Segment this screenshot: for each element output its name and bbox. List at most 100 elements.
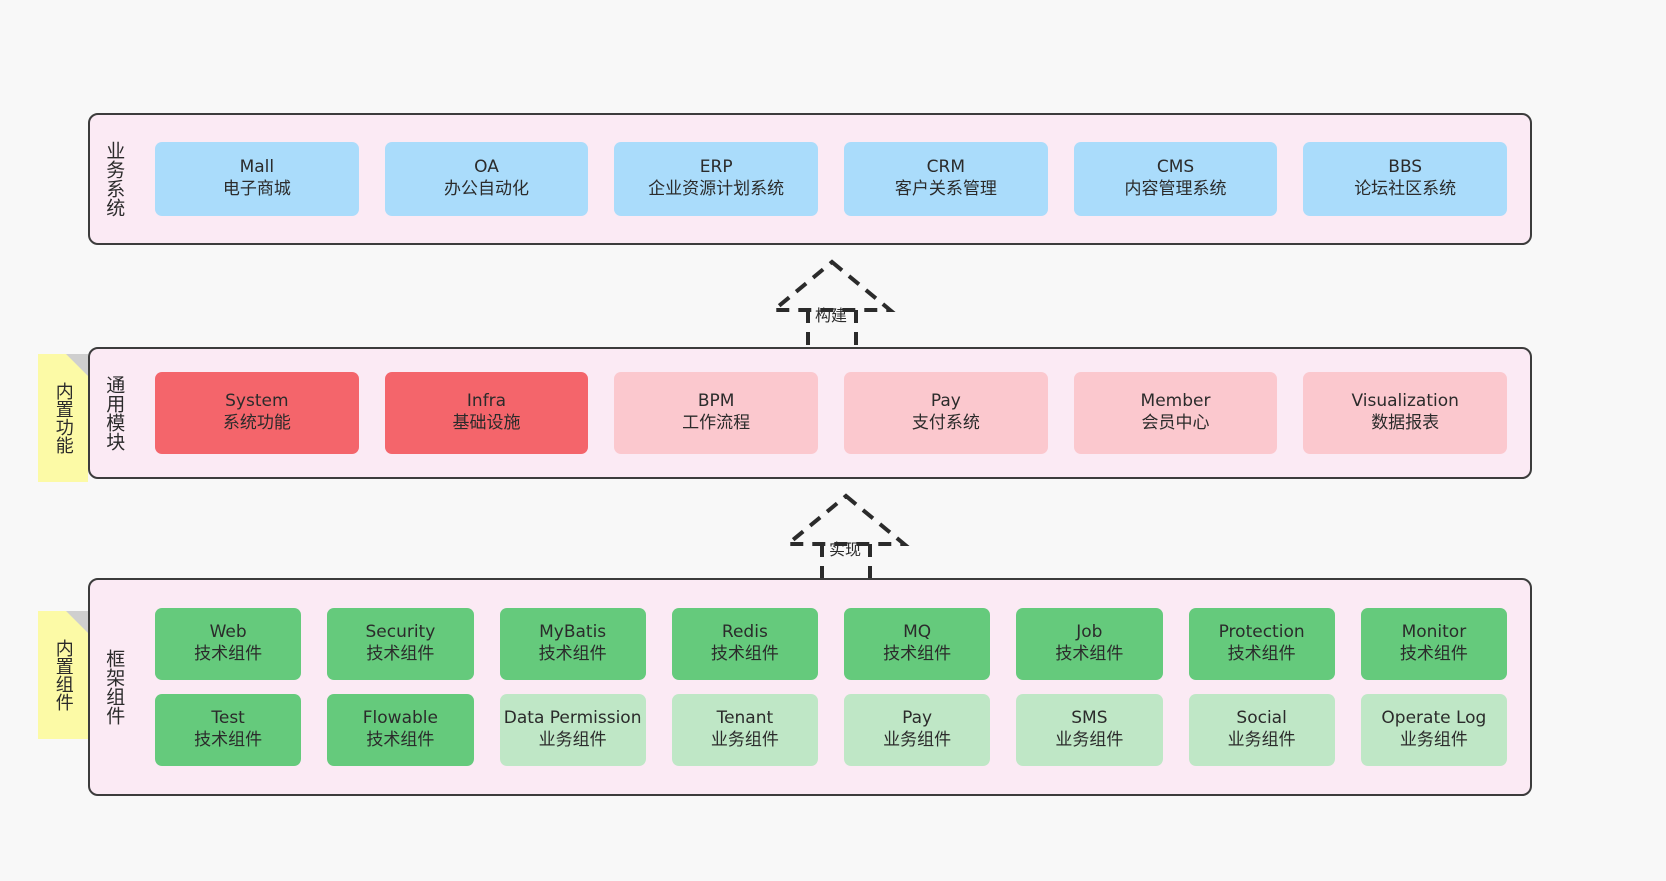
framework-components-row-1: Web 技术组件 Security 技术组件 MyBatis 技术组件 Redi… (142, 608, 1520, 680)
node-subtitle: 技术组件 (1227, 644, 1296, 664)
note-tag-label: 内置功能 (52, 382, 74, 454)
node-protection[interactable]: Protection 技术组件 (1188, 608, 1335, 680)
node-flowable[interactable]: Flowable 技术组件 (327, 694, 474, 766)
node-title: CMS (1156, 157, 1195, 178)
node-oa[interactable]: OA 办公自动化 (384, 142, 589, 216)
node-pay-module[interactable]: Pay 支付系统 (844, 372, 1048, 454)
node-subtitle: 工作流程 (682, 413, 751, 433)
node-test[interactable]: Test 技术组件 (155, 694, 302, 766)
connector-implement: 实现 (766, 486, 926, 586)
node-title: Social (1236, 708, 1287, 729)
node-subtitle: 业务组件 (538, 730, 607, 750)
node-subtitle: 技术组件 (710, 644, 779, 664)
node-title: Infra (466, 391, 507, 412)
node-infra[interactable]: Infra 基础设施 (384, 372, 589, 454)
layer-label-common-modules: 通用模块 (103, 375, 126, 451)
node-mybatis[interactable]: MyBatis 技术组件 (499, 608, 646, 680)
node-title: Test (211, 708, 245, 729)
node-title: Redis (721, 622, 768, 643)
node-title: Pay (930, 391, 961, 412)
framework-components-row-2: Test 技术组件 Flowable 技术组件 Data Permission … (142, 694, 1520, 766)
node-title: Member (1140, 391, 1211, 412)
node-job[interactable]: Job 技术组件 (1016, 608, 1163, 680)
build-arrow-icon (768, 259, 896, 352)
common-modules-row: System 系统功能 Infra 基础设施 BPM 工作流程 Pay 支付系统… (142, 372, 1520, 454)
node-subtitle: 业务组件 (883, 730, 952, 750)
node-title: OA (474, 157, 499, 178)
connector-build-label: 构建 (815, 306, 848, 325)
node-subtitle: 技术组件 (366, 730, 435, 750)
node-title: System (225, 391, 289, 412)
note-tag-label: 内置组件 (52, 639, 74, 711)
node-subtitle: 业务组件 (1399, 730, 1468, 750)
connector-build: 构建 (752, 252, 912, 352)
node-title: MQ (903, 622, 932, 643)
node-subtitle: 客户关系管理 (894, 179, 997, 199)
node-title: Web (209, 622, 247, 643)
node-title: CRM (926, 157, 966, 178)
node-redis[interactable]: Redis 技术组件 (671, 608, 818, 680)
node-title: Operate Log (1381, 708, 1487, 729)
layer-body-common-modules: System 系统功能 Infra 基础设施 BPM 工作流程 Pay 支付系统… (138, 349, 1530, 477)
node-title: Visualization (1351, 391, 1459, 412)
node-mq[interactable]: MQ 技术组件 (844, 608, 991, 680)
node-subtitle: 技术组件 (883, 644, 952, 664)
layer-label-framework-components: 框架组件 (103, 649, 126, 725)
node-subtitle: 系统功能 (222, 413, 291, 433)
node-crm[interactable]: CRM 客户关系管理 (844, 142, 1048, 216)
layer-business-systems: 业务系统 Mall 电子商城 OA 办公自动化 ERP 企业资源计划系统 CRM… (88, 113, 1532, 245)
node-cms[interactable]: CMS 内容管理系统 (1073, 142, 1278, 216)
note-tag-builtin-features: 内置功能 (38, 354, 88, 482)
node-title: BPM (697, 391, 735, 412)
node-visualization[interactable]: Visualization 数据报表 (1303, 372, 1508, 454)
node-subtitle: 论坛社区系统 (1354, 179, 1457, 199)
node-system[interactable]: System 系统功能 (155, 372, 359, 454)
node-title: Pay (902, 708, 933, 729)
node-sms[interactable]: SMS 业务组件 (1016, 694, 1163, 766)
node-title: Protection (1218, 622, 1305, 643)
node-title: BBS (1388, 157, 1423, 178)
node-mall[interactable]: Mall 电子商城 (155, 142, 359, 216)
node-data-permission[interactable]: Data Permission 业务组件 (499, 694, 646, 766)
node-tenant[interactable]: Tenant 业务组件 (671, 694, 818, 766)
node-pay-component[interactable]: Pay 业务组件 (844, 694, 991, 766)
node-bbs[interactable]: BBS 论坛社区系统 (1303, 142, 1508, 216)
node-title: Security (365, 622, 436, 643)
node-subtitle: 技术组件 (194, 644, 263, 664)
node-erp[interactable]: ERP 企业资源计划系统 (614, 142, 819, 216)
node-operate-log[interactable]: Operate Log 业务组件 (1360, 694, 1507, 766)
node-monitor[interactable]: Monitor 技术组件 (1360, 608, 1507, 680)
node-subtitle: 电子商城 (222, 179, 291, 199)
node-subtitle: 技术组件 (1055, 644, 1124, 664)
node-bpm[interactable]: BPM 工作流程 (614, 372, 819, 454)
node-subtitle: 技术组件 (538, 644, 607, 664)
node-member[interactable]: Member 会员中心 (1073, 372, 1278, 454)
node-web[interactable]: Web 技术组件 (155, 608, 302, 680)
node-subtitle: 业务组件 (1055, 730, 1124, 750)
node-subtitle: 技术组件 (1399, 644, 1468, 664)
node-title: MyBatis (539, 622, 607, 643)
node-security[interactable]: Security 技术组件 (327, 608, 474, 680)
node-subtitle: 业务组件 (1227, 730, 1296, 750)
node-social[interactable]: Social 业务组件 (1188, 694, 1335, 766)
layer-body-business-systems: Mall 电子商城 OA 办公自动化 ERP 企业资源计划系统 CRM 客户关系… (138, 115, 1530, 243)
node-subtitle: 企业资源计划系统 (648, 179, 785, 199)
node-subtitle: 内容管理系统 (1124, 179, 1227, 199)
layer-body-framework-components: Web 技术组件 Security 技术组件 MyBatis 技术组件 Redi… (138, 580, 1530, 794)
node-subtitle: 支付系统 (911, 413, 980, 433)
node-subtitle: 会员中心 (1141, 413, 1210, 433)
node-title: Job (1076, 622, 1103, 643)
connector-implement-label: 实现 (829, 540, 862, 559)
node-subtitle: 技术组件 (366, 644, 435, 664)
node-title: Flowable (362, 708, 438, 729)
node-subtitle: 数据报表 (1371, 413, 1440, 433)
layer-label-business-systems: 业务系统 (103, 141, 126, 217)
node-subtitle: 办公自动化 (444, 179, 529, 199)
node-subtitle: 技术组件 (194, 730, 263, 750)
node-subtitle: 基础设施 (452, 413, 521, 433)
node-title: ERP (699, 157, 733, 178)
node-title: Mall (239, 157, 275, 178)
layer-framework-components: 框架组件 Web 技术组件 Security 技术组件 MyBatis 技术组件… (88, 578, 1532, 796)
node-title: Monitor (1401, 622, 1467, 643)
